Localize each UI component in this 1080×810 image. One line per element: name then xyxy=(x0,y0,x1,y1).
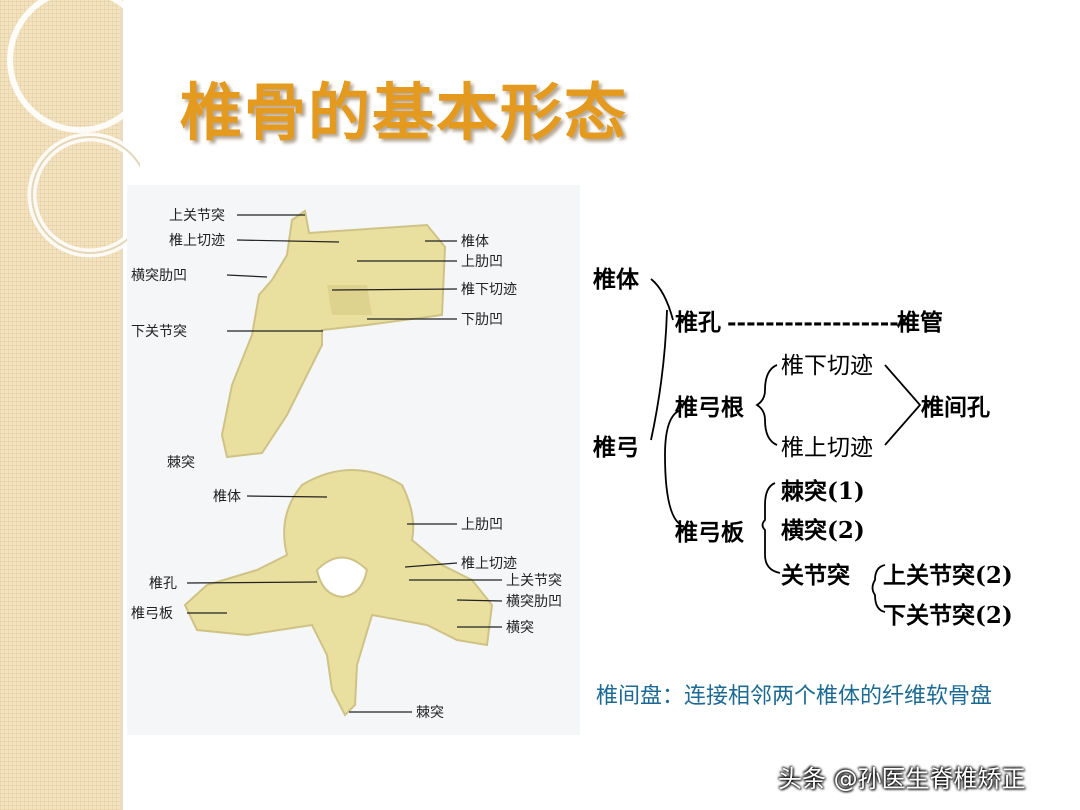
superior-vertebra xyxy=(183,469,494,717)
label-superior-costal-facet-top: 上肋凹 xyxy=(461,517,503,533)
label-vertebral-foramen: 椎孔 xyxy=(149,576,177,592)
label-spinous-top: 棘突 xyxy=(416,705,444,721)
leader-lines xyxy=(186,214,503,713)
lateral-vertebra xyxy=(220,209,447,459)
label-body: 椎体 xyxy=(461,234,489,250)
tree-lines xyxy=(650,278,922,613)
tree-dashes: ------------------- xyxy=(727,309,908,336)
tree-canal: 椎管 xyxy=(897,309,943,336)
label-inferior-costal-facet: 下肋凹 xyxy=(461,312,503,328)
label-superior-costal-facet: 上肋凹 xyxy=(461,254,503,270)
label-inferior-articular: 下关节突 xyxy=(131,324,187,340)
page-title: 椎骨的基本形态 xyxy=(180,76,629,149)
vertebra-figure: 上关节突 椎上切迹 椎体 上肋凹 横突肋凹 椎下切迹 下肋凹 下关节突 棘突 椎… xyxy=(127,185,580,735)
intervertebral-disc-note: 椎间盘：连接相邻两个椎体的纤维软骨盘 xyxy=(596,684,993,709)
label-transverse-costal-facet-top: 横突肋凹 xyxy=(506,594,562,610)
tree-intervertebral-foramen: 椎间孔 xyxy=(921,394,990,421)
label-inferior-notch: 椎下切迹 xyxy=(461,282,517,298)
label-lamina: 椎弓板 xyxy=(131,606,173,622)
watermark: 头条 @孙医生脊椎矫正 xyxy=(778,765,1026,793)
tree-arch: 椎弓 xyxy=(593,434,639,461)
tree-articular: 关节突 xyxy=(781,562,850,589)
sidebar-divider xyxy=(120,0,123,810)
tree-superior-notch: 椎上切迹 xyxy=(781,435,873,461)
tree-body: 椎体 xyxy=(593,266,640,293)
label-superior-articular: 上关节突 xyxy=(169,208,225,224)
tree-spinous: 棘突(1) xyxy=(781,478,865,505)
label-transverse-costal-facet: 横突肋凹 xyxy=(131,268,187,284)
label-superior-articular-top: 上关节突 xyxy=(506,573,562,589)
tree-pedicle: 椎弓根 xyxy=(675,394,744,421)
label-superior-notch-top: 椎上切迹 xyxy=(461,556,517,572)
tree-sup-articular: 上关节突(2) xyxy=(883,562,1013,589)
label-body-top: 椎体 xyxy=(213,489,241,505)
decorative-rings xyxy=(7,0,140,258)
label-spinous: 棘突 xyxy=(167,455,195,471)
tree-transverse: 横突(2) xyxy=(781,517,865,544)
label-superior-notch: 椎上切迹 xyxy=(169,233,225,249)
tree-lamina: 椎弓板 xyxy=(675,519,745,546)
tree-inf-articular: 下关节突(2) xyxy=(883,602,1013,629)
tree-inferior-notch: 椎下切迹 xyxy=(781,353,873,379)
tree-foramen: 椎孔 xyxy=(675,309,721,336)
classification-tree: 椎体 椎孔 ------------------- 椎管 椎弓 椎弓根 椎下切迹… xyxy=(593,266,1013,629)
label-transverse: 横突 xyxy=(506,620,534,636)
